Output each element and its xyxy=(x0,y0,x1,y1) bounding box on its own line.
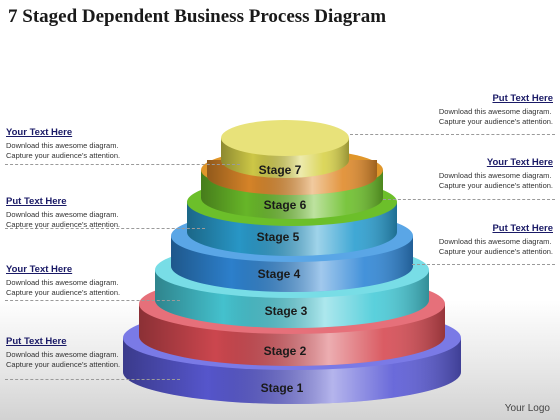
note-heading: Your Text Here xyxy=(6,264,73,275)
note-line: Download this awesome diagram. xyxy=(6,141,119,150)
note-body: Download this awesome diagram. Capture y… xyxy=(6,141,120,161)
note-line: Download this awesome diagram. xyxy=(438,107,552,116)
note-body: Download this awesome diagram. Capture y… xyxy=(6,350,120,370)
leader-line xyxy=(412,264,555,265)
note-line: Capture your audience’s attention. xyxy=(6,151,121,160)
leader-line xyxy=(350,134,555,135)
note-line: Download this awesome diagram. xyxy=(6,278,119,287)
leader-line xyxy=(383,199,555,200)
stage-label: Stage 5 xyxy=(257,230,300,244)
leader-line xyxy=(5,164,240,165)
note-right-2: Your Text Here Download this awesome dia… xyxy=(439,157,553,191)
stage-label: Stage 4 xyxy=(258,267,301,281)
note-body: Download this awesome diagram. Capture y… xyxy=(6,278,120,298)
note-left-4: Put Text Here Download this awesome diag… xyxy=(6,336,120,370)
note-line: Capture your audience’s attention. xyxy=(438,117,553,126)
note-heading: Put Text Here xyxy=(6,196,67,207)
note-right-3: Put Text Here Download this awesome diag… xyxy=(439,223,553,257)
note-line: Download this awesome diagram. xyxy=(6,350,119,359)
note-line: Capture your audience’s attention. xyxy=(6,220,121,229)
stage-label: Stage 3 xyxy=(265,304,308,318)
leader-line xyxy=(5,300,180,301)
note-heading: Your Text Here xyxy=(486,157,553,168)
page-title: 7 Staged Dependent Business Process Diag… xyxy=(8,6,387,27)
stage-label: Stage 6 xyxy=(264,198,307,212)
note-heading: Your Text Here xyxy=(6,127,73,138)
logo-placeholder: Your Logo xyxy=(504,403,550,414)
top-cap-disc xyxy=(221,120,349,178)
note-body: Download this awesome diagram. Capture y… xyxy=(439,107,553,127)
note-heading: Put Text Here xyxy=(6,336,67,347)
leader-line xyxy=(5,379,180,380)
stage-label: Stage 2 xyxy=(264,344,307,358)
note-line: Capture your audience’s attention. xyxy=(6,360,121,369)
stage-label: Stage 1 xyxy=(261,381,304,395)
note-line: Capture your audience’s attention. xyxy=(438,247,553,256)
note-line: Capture your audience’s attention. xyxy=(6,288,121,297)
stage-label: Stage 7 xyxy=(259,163,302,177)
note-line: Capture your audience’s attention. xyxy=(438,181,553,190)
note-body: Download this awesome diagram. Capture y… xyxy=(439,237,553,257)
note-body: Download this awesome diagram. Capture y… xyxy=(439,171,553,191)
note-body: Download this awesome diagram. Capture y… xyxy=(6,210,120,230)
note-right-1: Put Text Here Download this awesome diag… xyxy=(439,93,553,127)
note-line: Download this awesome diagram. xyxy=(438,237,552,246)
note-left-2: Put Text Here Download this awesome diag… xyxy=(6,196,120,230)
note-heading: Put Text Here xyxy=(492,223,553,234)
note-left-3: Your Text Here Download this awesome dia… xyxy=(6,264,120,298)
leader-line xyxy=(5,228,205,229)
note-line: Download this awesome diagram. xyxy=(6,210,119,219)
note-line: Download this awesome diagram. xyxy=(438,171,552,180)
note-left-1: Your Text Here Download this awesome dia… xyxy=(6,127,120,161)
note-heading: Put Text Here xyxy=(492,93,553,104)
